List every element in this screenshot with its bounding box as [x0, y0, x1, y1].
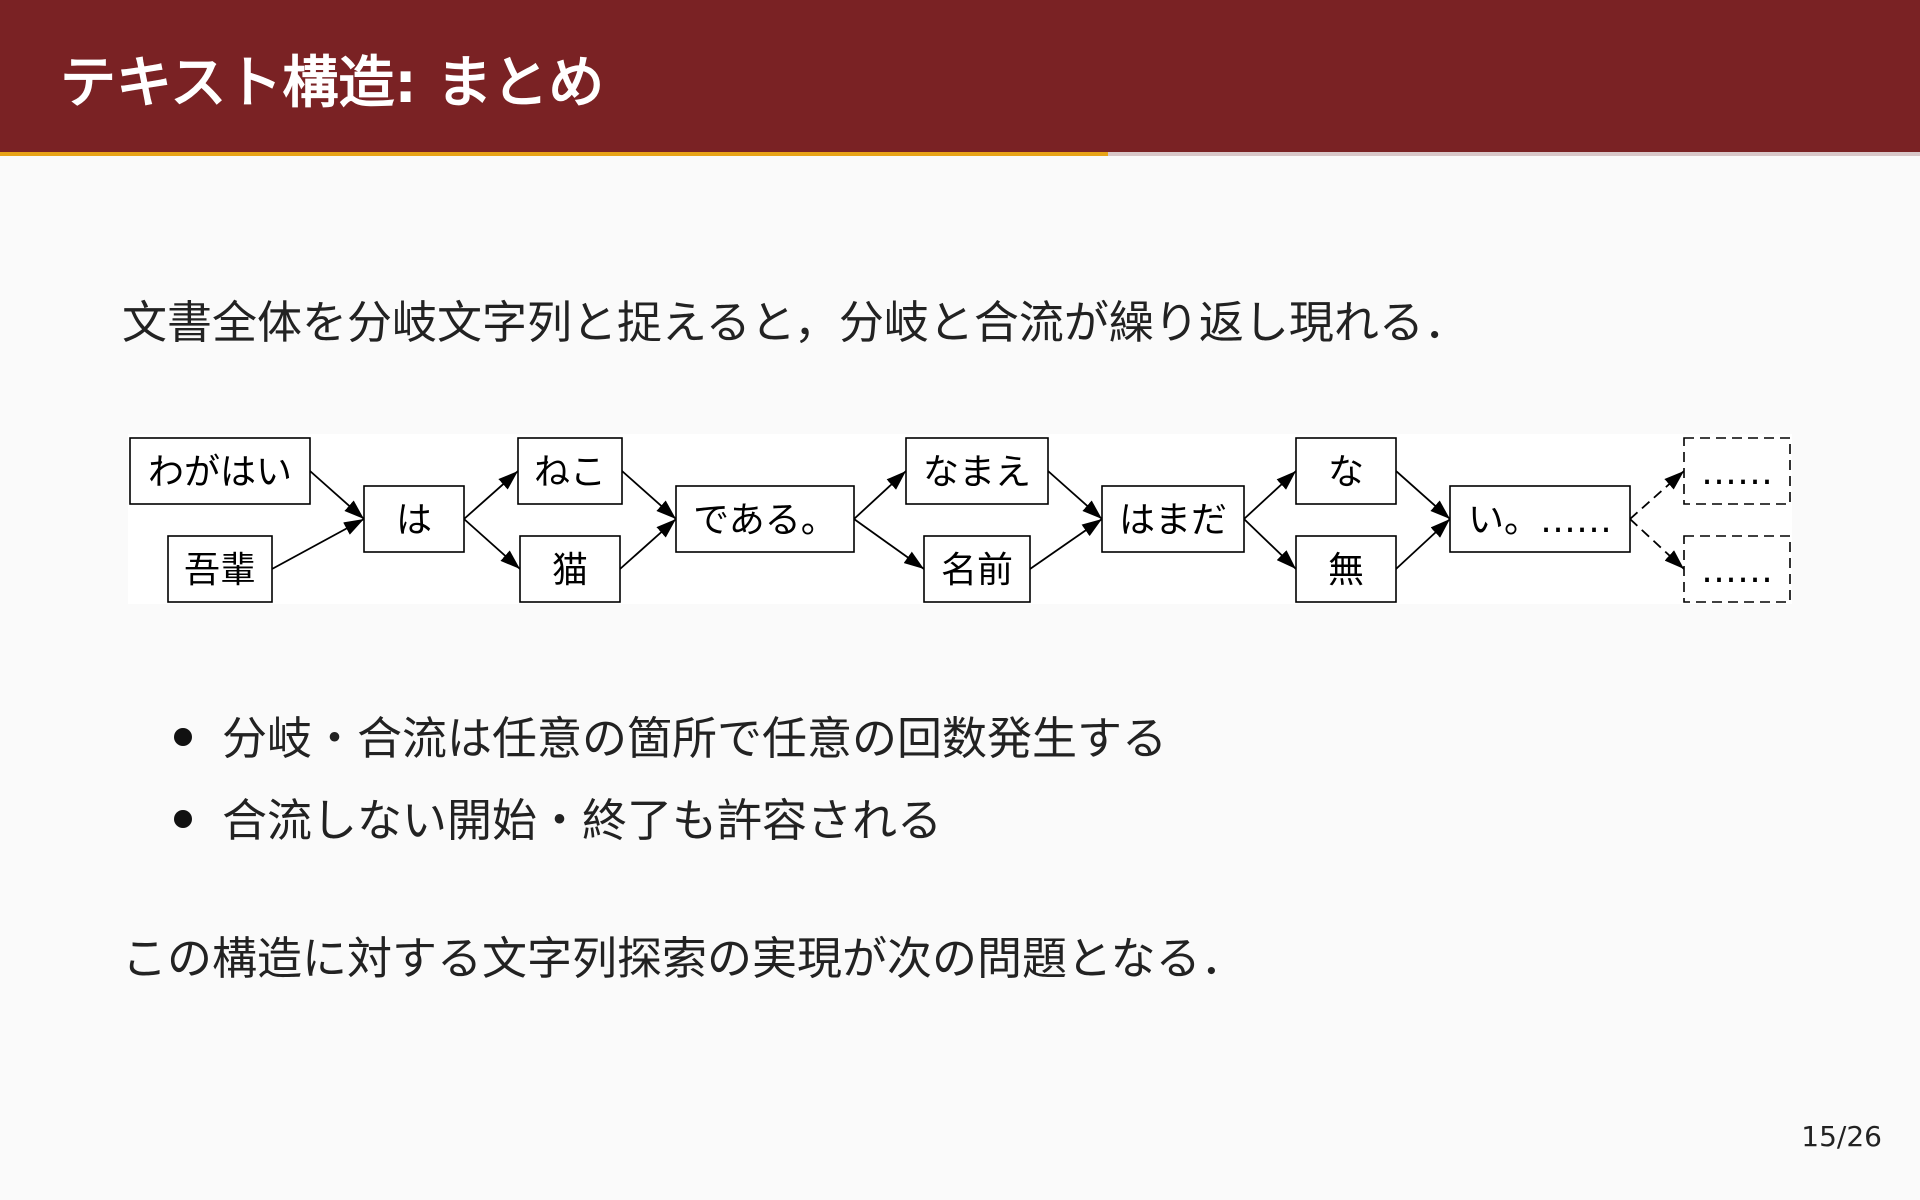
diagram-node-namae-kanji: 名前: [923, 535, 1031, 603]
slide-title: テキスト構造: まとめ: [60, 51, 605, 116]
diagram-node-na: な: [1295, 437, 1397, 505]
diagram-edges: [271, 470, 1685, 570]
diagram-edge-na-to-i: [1395, 470, 1451, 520]
diagram-node-label: は: [396, 500, 432, 541]
bullet-dot-icon: [174, 728, 192, 746]
diagram-node-neko-kanji: 猫: [519, 535, 621, 603]
page-number: 15/26: [1801, 1120, 1882, 1153]
diagram-node-cont-bottom: ……: [1683, 535, 1791, 603]
diagram-node-cont-top: ……: [1683, 437, 1791, 505]
slide-header: テキスト構造: まとめ: [0, 0, 1920, 152]
diagram-node-box: [517, 437, 623, 505]
diagram-edge-namae-to-hamada: [1047, 470, 1103, 520]
diagram-edge-hamada-to-na: [1243, 470, 1297, 520]
diagram-node-label: 無: [1328, 550, 1364, 591]
diagram-node-box: [129, 437, 311, 505]
diagram-edge-i-to-cont-top: [1629, 470, 1685, 520]
diagram-node-box: [675, 485, 855, 553]
diagram-node-box: [1449, 485, 1631, 553]
diagram-node-i: い。……: [1449, 485, 1631, 553]
diagram-node-namae: なまえ: [905, 437, 1049, 505]
diagram-node-label: 名前: [941, 550, 1013, 591]
bullet-dot-icon: [174, 810, 192, 828]
diagram-edge-namae-kanji-to-hamada: [1029, 518, 1103, 570]
diagram-node-box: [363, 485, 465, 553]
diagram-node-box: [1101, 485, 1245, 553]
outro-text: この構造に対する文字列探索の実現が次の問題となる．: [122, 932, 1246, 985]
diagram-node-mu: 無: [1295, 535, 1397, 603]
diagram-edge-neko-to-dearu: [621, 470, 677, 520]
bullet-item: 合流しない開始・終了も許容される: [170, 784, 1167, 866]
bullet-list: 分岐・合流は任意の箇所で任意の回数発生する 合流しない開始・終了も許容される: [170, 702, 1167, 866]
diagram-node-box: [923, 535, 1031, 603]
diagram-node-label: い。……: [1468, 500, 1612, 541]
diagram-edge-wagahai-to-ha: [309, 470, 365, 520]
diagram-node-dearu: である。: [675, 485, 855, 553]
diagram-node-box: [1295, 535, 1397, 603]
diagram-node-label: わがはい: [148, 452, 292, 493]
diagram-node-box: [519, 535, 621, 603]
diagram-node-label: ……: [1701, 452, 1773, 493]
bullet-item: 分岐・合流は任意の箇所で任意の回数発生する: [170, 702, 1167, 784]
diagram-edge-dearu-to-namae: [853, 470, 907, 520]
diagram-edge-dearu-to-namae-kanji: [853, 518, 925, 570]
diagram-node-box: [1683, 437, 1791, 505]
diagram-node-wagahai: わがはい: [129, 437, 311, 505]
diagram-node-label: ……: [1701, 550, 1773, 591]
diagram-node-label: 猫: [552, 550, 588, 591]
diagram-edge-goho-to-ha: [271, 518, 365, 570]
diagram-node-label: 吾輩: [184, 550, 256, 591]
diagram-node-label: である。: [693, 500, 837, 541]
diagram-node-box: [167, 535, 273, 603]
diagram-node-box: [1295, 437, 1397, 505]
bullet-text: 分岐・合流は任意の箇所で任意の回数発生する: [222, 712, 1168, 765]
diagram-edge-ha-to-neko-kanji: [463, 518, 521, 570]
diagram-node-ha: は: [363, 485, 465, 553]
diagram-edge-i-to-cont-bottom: [1629, 518, 1685, 570]
diagram-node-label: な: [1328, 452, 1364, 493]
diagram-node-goho: 吾輩: [167, 535, 273, 603]
diagram-edge-mu-to-i: [1395, 518, 1451, 570]
diagram-node-box: [905, 437, 1049, 505]
bullet-text: 合流しない開始・終了も許容される: [222, 794, 943, 847]
progress-bar-fill: [0, 152, 1108, 156]
diagram-node-label: ねこ: [534, 452, 606, 493]
diagram-node-box: [1683, 535, 1791, 603]
diagram-node-neko: ねこ: [517, 437, 623, 505]
diagram-node-hamada: はまだ: [1101, 485, 1245, 553]
diagram-edge-hamada-to-mu: [1243, 518, 1297, 570]
intro-text: 文書全体を分岐文字列と捉えると，分岐と合流が繰り返し現れる．: [122, 296, 1469, 349]
diagram-edge-ha-to-neko: [463, 470, 519, 520]
diagram-node-label: なまえ: [923, 452, 1031, 493]
diagram-edge-neko-kanji-to-dearu: [619, 518, 677, 570]
diagram-node-label: はまだ: [1119, 500, 1227, 541]
progress-bar: [0, 152, 1920, 156]
